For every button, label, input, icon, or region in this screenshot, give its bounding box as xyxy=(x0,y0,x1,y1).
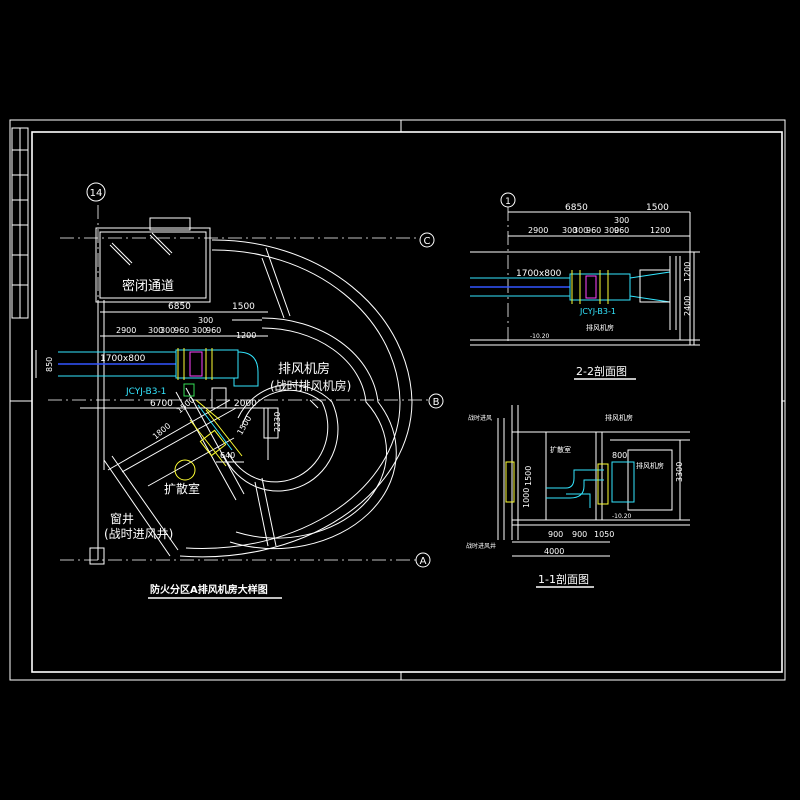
section22-dim-6850: 6850 xyxy=(565,203,588,213)
plan-dim-300b: 300 xyxy=(160,326,175,335)
section22-title: 2-2剖面图 xyxy=(576,364,627,378)
plan-dim-2000: 2000 xyxy=(234,399,257,409)
sheet-frame xyxy=(9,119,786,681)
plan-dim-6850: 6850 xyxy=(168,302,191,312)
plan-dim-300d: 300 xyxy=(198,316,213,325)
section11-dim-1000: 1000 xyxy=(522,488,531,508)
section11-title: 1-1剖面图 xyxy=(538,572,589,586)
section11-fan-room: 排风机房 xyxy=(605,413,633,422)
plan-dim-1800: 1800 xyxy=(151,421,172,441)
room-label-window-well-wartime: (战时进风井) xyxy=(104,527,173,541)
plan-dim-300c: 300 xyxy=(192,326,207,335)
section22-dim-960a: 960 xyxy=(586,226,601,235)
section22-dim-960b: 960 xyxy=(614,226,629,235)
axis-bubble-14 xyxy=(86,182,106,202)
plan-dim-2900: 2900 xyxy=(116,326,136,335)
plan-dim-1200: 1200 xyxy=(236,331,256,340)
section22-dim-1200-v: 1200 xyxy=(683,262,692,282)
section11-dim-1050: 1050 xyxy=(594,530,614,539)
section11-dim-1500: 1500 xyxy=(524,466,533,486)
plan-dim-640: 640 xyxy=(220,451,235,460)
section11-dim-800: 800 xyxy=(612,451,627,460)
room-label-exhaust-fan-wartime: (战时排风机房) xyxy=(270,378,351,393)
axis-bubble-a xyxy=(415,552,431,568)
section22-dim-300a: 300 xyxy=(562,226,577,235)
plan-view: 14 C B A xyxy=(35,182,444,599)
room-label-window-well: 窗井 xyxy=(110,512,134,526)
axis-label-14: 14 xyxy=(90,188,103,199)
plan-dim-1500: 1500 xyxy=(232,302,255,312)
axis-bubble-c xyxy=(419,232,435,248)
section22-dim-300b: 300 xyxy=(573,226,588,235)
section22-fan-label: 排风机房 xyxy=(586,323,614,332)
section22-tag: JCYJ-B3-1 xyxy=(579,307,616,316)
plan-duct-size: 1700x800 xyxy=(100,354,146,364)
plan-dim-300a: 300 xyxy=(148,326,163,335)
room-label-expansion: 扩散室 xyxy=(164,481,200,496)
section11-expansion: 扩散室 xyxy=(550,445,571,454)
section22-dim-1200: 1200 xyxy=(650,226,670,235)
plan-dim-960b: 960 xyxy=(206,326,221,335)
section22-dim-300c: 300 xyxy=(604,226,619,235)
section22-dim-1500: 1500 xyxy=(646,203,669,213)
section11-dim-900a: 900 xyxy=(548,530,563,539)
section11-dim-900b: 900 xyxy=(572,530,587,539)
section22-axis-1: 1 xyxy=(505,197,511,207)
section-1-1: 扩散室 排风机房 排风机房 战时进风 战时进风井 -10.20 4000 900… xyxy=(466,405,690,588)
plan-dim-6700: 6700 xyxy=(150,399,173,409)
section22-level: -10.20 xyxy=(530,333,550,340)
plan-title: 防火分区A排风机房大样图 xyxy=(150,583,268,596)
section11-left-note: 战时进风 xyxy=(468,414,492,422)
plan-equipment-tag: JCYJ-B3-1 xyxy=(125,387,166,397)
section22-dim-2400: 2400 xyxy=(683,296,692,316)
plan-dim-960a: 960 xyxy=(174,326,189,335)
axis-bubble-b xyxy=(428,393,444,409)
room-label-exhaust-fan: 排风机房 xyxy=(278,361,330,377)
axis-label-b: B xyxy=(433,397,440,408)
section11-level: -10.20 xyxy=(612,513,632,520)
section11-bottom-note: 战时进风井 xyxy=(466,542,496,550)
axis-label-a: A xyxy=(420,556,427,567)
axis-label-c: C xyxy=(424,236,431,247)
section11-dim-4000: 4000 xyxy=(544,547,564,556)
plan-dim-2230: 2230 xyxy=(273,412,282,432)
section11-dim-3300: 3300 xyxy=(675,462,684,482)
title-strip xyxy=(11,127,29,319)
plan-dim-850: 850 xyxy=(45,357,54,372)
section22-duct: 1700x800 xyxy=(516,269,562,279)
section-2-2: 1 6850 1500 2900 300 300 960 300 960 300 xyxy=(470,192,700,380)
plan-dim-1500-diag2: 1500 xyxy=(175,395,196,415)
room-label-sealed-passage: 密闭通道 xyxy=(122,278,174,294)
section22-dim-2900: 2900 xyxy=(528,226,548,235)
section22-dim-300d: 300 xyxy=(614,216,629,225)
section11-right-room: 排风机房 xyxy=(636,461,664,470)
